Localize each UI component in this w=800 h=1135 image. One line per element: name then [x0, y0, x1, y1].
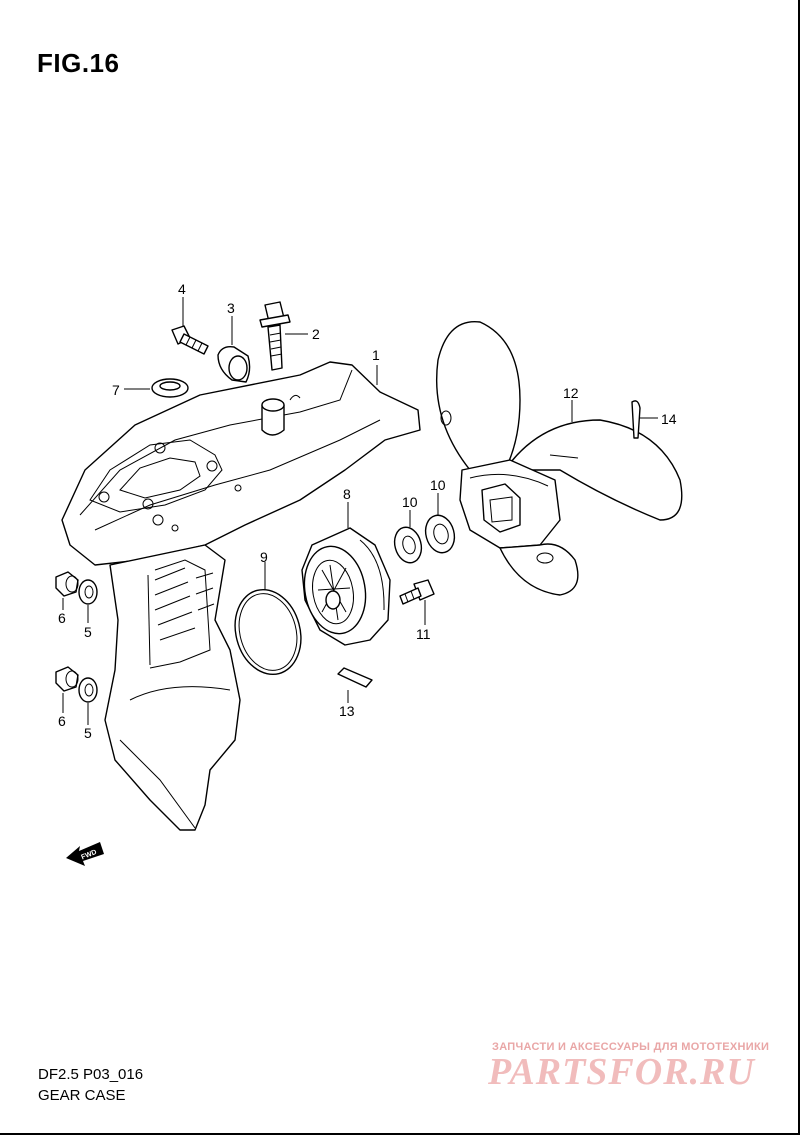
- washer-part-5-upper[interactable]: [78, 579, 98, 605]
- callout-4: 4: [178, 281, 186, 297]
- watermark-logo: PARTSFOR.RU: [488, 1051, 755, 1093]
- callout-labels: 1 2 3 4 5 5 6 6 7 8 9 10 10 11 12 13 14: [58, 281, 677, 741]
- gear-case-housing[interactable]: [61, 361, 421, 831]
- callout-5a: 5: [84, 624, 92, 640]
- shear-pin-part-13[interactable]: [337, 667, 373, 688]
- washer-part-5-lower[interactable]: [78, 677, 98, 703]
- callout-9: 9: [260, 549, 268, 565]
- bolt-part-11[interactable]: [399, 579, 435, 605]
- oil-seal-part-10-right[interactable]: [422, 512, 459, 556]
- callout-3: 3: [227, 300, 235, 316]
- oil-seal-part-10-left[interactable]: [391, 524, 425, 566]
- forward-direction-arrow: FWD: [66, 842, 104, 866]
- propeller-part-12[interactable]: [435, 320, 683, 596]
- callout-10a: 10: [402, 494, 418, 510]
- propeller-shaft-housing-part-8[interactable]: [298, 527, 391, 646]
- bolt-part-2[interactable]: [259, 301, 291, 371]
- drain-plug-part-6-lower[interactable]: [55, 666, 79, 692]
- callout-12: 12: [563, 385, 579, 401]
- callout-14: 14: [661, 411, 677, 427]
- callout-13: 13: [339, 703, 355, 719]
- callout-11: 11: [416, 626, 431, 642]
- figure-title: FIG.16: [37, 48, 120, 78]
- callout-10b: 10: [430, 477, 446, 493]
- watermark-subtitle: ЗАПЧАСТИ И АКСЕССУАРЫ ДЛЯ МОТОТЕХНИКИ: [492, 1041, 770, 1053]
- o-ring-part-9[interactable]: [226, 582, 310, 682]
- callout-6a: 6: [58, 610, 66, 626]
- callout-7: 7: [112, 382, 120, 398]
- callout-2: 2: [312, 326, 320, 342]
- oil-seal-part-7[interactable]: [151, 378, 189, 398]
- model-code: DF2.5 P03_016: [38, 1066, 144, 1083]
- leader-lines: [62, 297, 658, 725]
- callout-8: 8: [343, 486, 351, 502]
- callout-1: 1: [372, 347, 380, 363]
- cotter-pin-part-14[interactable]: [631, 400, 641, 439]
- bushing-part-3[interactable]: [217, 345, 251, 383]
- section-name: GEAR CASE: [38, 1087, 126, 1104]
- drain-plug-part-6-upper[interactable]: [55, 571, 79, 597]
- bolt-part-4[interactable]: [171, 325, 209, 355]
- callout-6b: 6: [58, 713, 66, 729]
- callout-5b: 5: [84, 725, 92, 741]
